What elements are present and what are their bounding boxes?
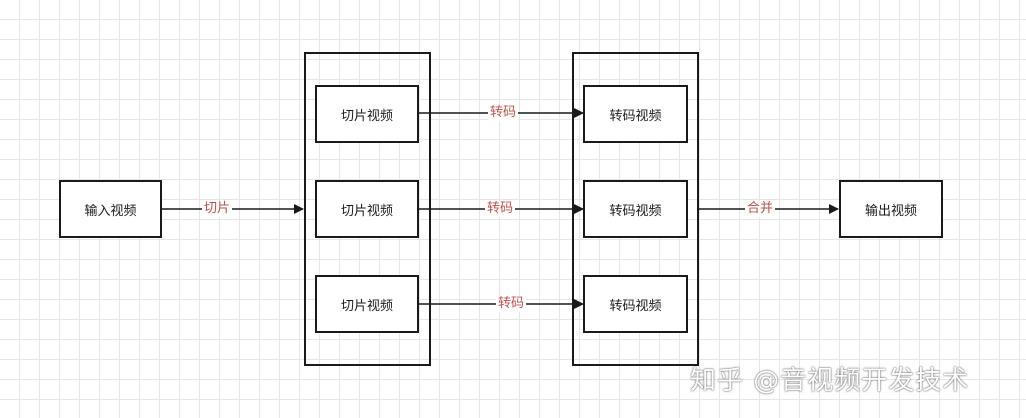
edge-label-transcode-1: 转码 xyxy=(487,105,519,121)
watermark-text: 知乎 @音视频开发技术 xyxy=(690,366,970,396)
transcoded-video-node-2: 转码视频 xyxy=(583,180,688,238)
slice-video-node-3: 切片视频 xyxy=(315,275,419,333)
slice-video-node-2: 切片视频 xyxy=(315,180,419,238)
slice-group-container xyxy=(304,52,431,366)
edge-label-merge: 合并 xyxy=(744,201,776,217)
edge-label-slice: 切片 xyxy=(201,201,233,217)
slice-video-node-1: 切片视频 xyxy=(315,85,419,143)
transcoded-video-node-1: 转码视频 xyxy=(583,85,688,143)
output-video-node: 输出视频 xyxy=(839,180,943,238)
input-video-node: 输入视频 xyxy=(59,180,162,238)
edge-label-transcode-2: 转码 xyxy=(484,201,516,217)
transcode-group-container xyxy=(572,52,699,366)
transcoded-video-node-3: 转码视频 xyxy=(583,275,688,333)
edge-label-transcode-3: 转码 xyxy=(495,296,527,312)
